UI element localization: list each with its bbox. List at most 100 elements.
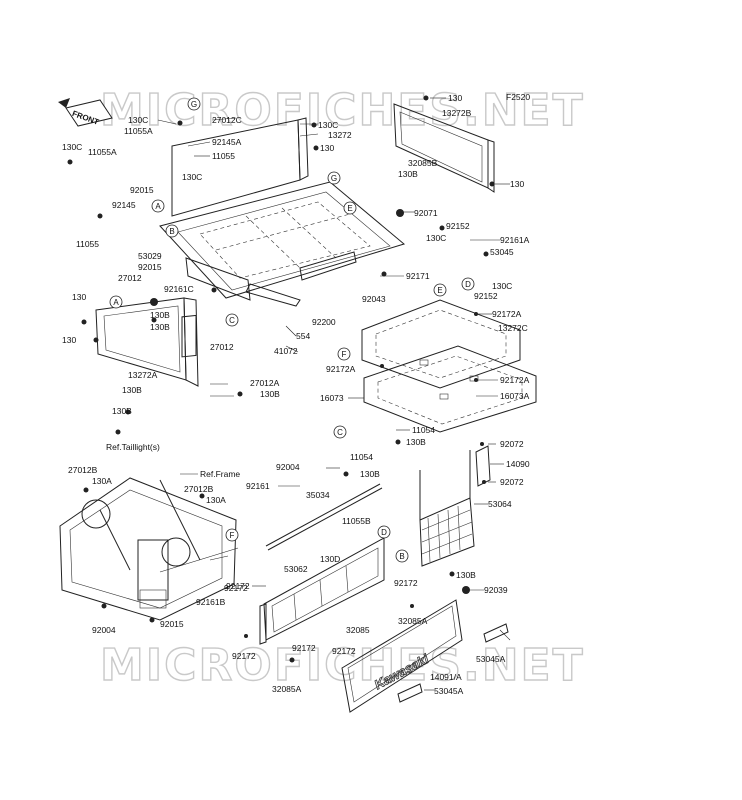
part-label: 14090 xyxy=(506,459,530,469)
part-label: 92152 xyxy=(474,291,498,301)
part-label: 130B xyxy=(360,469,380,479)
plate-53045a-b xyxy=(397,683,423,703)
part-label: 130 xyxy=(510,179,524,189)
part-label: 92161B xyxy=(196,597,226,607)
plate-53045a-a xyxy=(483,623,509,643)
section-label: A xyxy=(113,298,119,307)
part-label: 554 xyxy=(296,331,310,341)
part-label: 130B xyxy=(150,310,170,320)
part-label: 92172A xyxy=(492,309,522,319)
part-label: 130C xyxy=(492,281,512,291)
part-label: 11055B xyxy=(342,516,371,526)
part-label: 130C xyxy=(426,233,446,243)
part-label: 92172 xyxy=(232,651,256,661)
part-label: 92161A xyxy=(500,235,530,245)
part-label: 130B xyxy=(122,385,142,395)
watermark-top: MICROFICHES.NET xyxy=(100,85,585,136)
part-label: 27012 xyxy=(210,342,234,352)
section-label: B xyxy=(169,227,174,236)
section-label: D xyxy=(465,280,471,289)
part-label: 41072 xyxy=(274,346,298,356)
part-label: 53029 xyxy=(138,251,162,261)
leader-lines xyxy=(157,97,511,691)
section-labels: G A B E G C D E F A C B D F xyxy=(109,97,475,563)
part-label: 92145 xyxy=(112,200,136,210)
cargo-bed-upper xyxy=(159,117,406,307)
part-label: 92004 xyxy=(92,625,116,635)
tailgate-53062 xyxy=(259,483,385,645)
watermark-bottom: MICROFICHES.NET xyxy=(100,640,585,691)
part-label: 27012B xyxy=(184,484,214,494)
part-label: 27012 xyxy=(118,273,142,283)
part-label: 92015 xyxy=(138,262,162,272)
part-label: 92072 xyxy=(500,477,524,487)
part-label: 11055A xyxy=(88,147,117,157)
part-label: 130 xyxy=(72,292,86,302)
part-label: 13272 xyxy=(328,130,352,140)
part-label: 92043 xyxy=(362,294,386,304)
part-label: 53045A xyxy=(434,686,464,696)
section-label: B xyxy=(399,552,404,561)
part-label: 35034 xyxy=(306,490,330,500)
part-label: 32085 xyxy=(346,625,370,635)
part-label: 27012B xyxy=(68,465,98,475)
part-label: 130D xyxy=(320,554,340,564)
front-arrow-icon: FRONT xyxy=(58,98,113,127)
part-label: 92161 xyxy=(246,481,270,491)
part-label: 27012C xyxy=(212,115,242,125)
part-label: 53045 xyxy=(490,247,514,257)
section-label: F xyxy=(230,531,235,540)
section-label: E xyxy=(347,204,352,213)
part-label: 130B xyxy=(260,389,280,399)
rear-panel-13272b xyxy=(393,103,495,193)
part-label: 14091/A xyxy=(430,672,462,682)
part-label: 11055 xyxy=(76,239,99,249)
section-label: D xyxy=(381,528,387,537)
part-label: 92071 xyxy=(414,208,438,218)
part-label: 92004 xyxy=(276,462,300,472)
part-label: 92015 xyxy=(130,185,154,195)
part-label: 92172 xyxy=(394,578,418,588)
chassis-frame xyxy=(59,477,237,621)
part-label: 130A xyxy=(92,476,112,486)
bed-mats xyxy=(361,299,537,433)
part-label: 130B xyxy=(406,437,426,447)
part-label: 130 xyxy=(320,143,334,153)
part-label: 53045A xyxy=(476,654,506,664)
bracket-14090 xyxy=(475,445,491,487)
section-label: F xyxy=(342,350,347,359)
part-label: 130B xyxy=(112,406,132,416)
part-label: 16073A xyxy=(500,391,530,401)
part-label: Ref.Taillight(s) xyxy=(106,442,160,452)
part-label: 16073 xyxy=(320,393,344,403)
part-label: 130C xyxy=(182,172,202,182)
part-label: 32085A xyxy=(398,616,428,626)
part-label: 27012A xyxy=(250,378,280,388)
part-label: 53064 xyxy=(488,499,512,509)
part-label: 13272B xyxy=(442,108,472,118)
part-label: 13272C xyxy=(498,323,528,333)
part-label: 92152 xyxy=(446,221,470,231)
part-label: 92171 xyxy=(406,271,430,281)
part-labels: 130C 27012C 11055A 130C 13272 130 92145A… xyxy=(62,93,530,696)
figure-code: F2520 xyxy=(506,92,530,102)
part-label: Ref.Frame xyxy=(200,469,240,479)
part-label: 130B xyxy=(456,570,476,580)
part-label: 92072 xyxy=(500,439,524,449)
part-label: 130 xyxy=(448,93,462,103)
part-label: 92172 xyxy=(332,646,356,656)
part-label: 13272A xyxy=(128,370,158,380)
section-label: G xyxy=(191,100,197,109)
part-label: 130C xyxy=(318,120,338,130)
part-label: 92161C xyxy=(164,284,194,294)
part-label: 92172 xyxy=(226,581,250,591)
part-label: 92039 xyxy=(484,585,508,595)
part-label: 92015 xyxy=(160,619,184,629)
part-label: 11055A xyxy=(124,126,153,136)
part-label: 92172 xyxy=(292,643,316,653)
fasteners xyxy=(67,95,495,663)
section-label: E xyxy=(437,286,442,295)
part-label: 130C xyxy=(62,142,82,152)
part-label: 11055 xyxy=(212,151,235,161)
